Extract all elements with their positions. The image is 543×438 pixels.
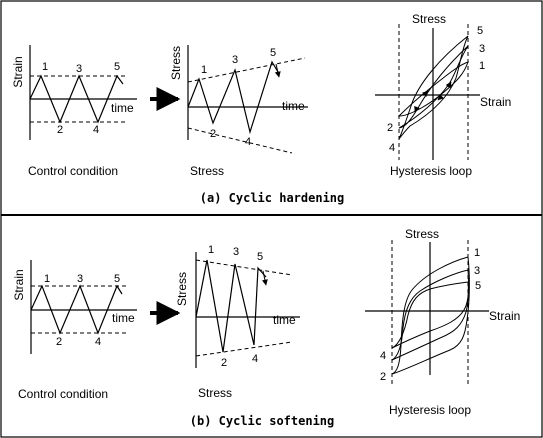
- point-label: 3: [232, 54, 238, 66]
- hysteresis-loop-1: [391, 256, 470, 375]
- hysteresis-loop-1: [397, 61, 469, 117]
- point-label: 5: [114, 273, 120, 285]
- hysteresis-loop-5: [391, 281, 469, 349]
- direction-arrow: [414, 105, 420, 113]
- point-label: 4: [95, 336, 101, 348]
- point-label: 2: [210, 128, 216, 140]
- point-label: 1: [42, 61, 48, 73]
- strain-waveform: [29, 74, 124, 124]
- point-label: 4: [93, 124, 99, 136]
- hysteresis-plot: Stress Strain 5 3 1 2 4 Hysteresis loop: [375, 12, 511, 178]
- lower-envelope: [195, 341, 293, 357]
- point-label: 3: [77, 273, 83, 285]
- stress-plot: Stress time 1 2 3 4 5 Stress: [169, 45, 308, 178]
- upper-envelope: [195, 259, 293, 276]
- point-label: 2: [380, 371, 386, 383]
- hysteresis-plot: Stress Strain 1 3 5 4 2 Hysteresis loop: [365, 227, 520, 417]
- y-axis-label: Stress: [405, 227, 439, 241]
- x-axis-label: time: [282, 99, 305, 113]
- panel-cyclic-softening: Strain time 1 2 3 4 5 Control condition …: [12, 227, 520, 428]
- direction-arrow: [422, 90, 429, 97]
- y-axis-label: Strain: [12, 269, 26, 300]
- point-label: 2: [57, 124, 63, 136]
- stress-waveform: [195, 259, 267, 353]
- point-label: 5: [270, 47, 276, 59]
- strain-waveform: [30, 284, 123, 335]
- trend-arrow: [274, 63, 281, 78]
- hysteresis-caption: Hysteresis loop: [389, 403, 471, 417]
- x-axis-label: Strain: [489, 309, 520, 323]
- point-label: 5: [257, 251, 263, 263]
- point-label: 5: [477, 25, 483, 37]
- x-axis-label: time: [112, 311, 135, 325]
- panel-title: (b) Cyclic softening: [190, 414, 335, 428]
- x-axis-label: Strain: [480, 95, 511, 109]
- panel-cyclic-hardening: Strain time 1 2 3 4 5 Control condition …: [11, 12, 511, 205]
- stress-waveform: [187, 60, 279, 135]
- y-axis-label: Strain: [11, 56, 25, 87]
- point-label: 1: [479, 60, 485, 72]
- point-label: 4: [380, 350, 386, 362]
- direction-arrow: [445, 81, 452, 89]
- x-axis-label: time: [273, 313, 296, 327]
- x-axis-label: time: [111, 101, 134, 115]
- stress-caption: Stress: [190, 164, 224, 178]
- point-label: 2: [387, 122, 393, 134]
- hysteresis-loop-5: [398, 35, 469, 140]
- control-caption: Control condition: [18, 387, 108, 401]
- point-label: 5: [475, 280, 481, 292]
- point-label: 2: [221, 357, 227, 369]
- y-axis-label: Stress: [175, 272, 189, 306]
- control-caption: Control condition: [28, 164, 118, 178]
- hysteresis-loop-3: [391, 269, 470, 361]
- point-label: 4: [252, 353, 258, 365]
- point-label: 3: [474, 265, 480, 277]
- trend-arrow: [261, 270, 268, 286]
- stress-caption: Stress: [198, 386, 232, 400]
- point-label: 3: [233, 246, 239, 258]
- point-label: 4: [389, 142, 395, 154]
- stress-plot: Stress time 1 2 3 4 5 Stress: [175, 244, 300, 400]
- upper-envelope: [187, 57, 306, 83]
- point-label: 5: [114, 61, 120, 73]
- point-label: 4: [245, 136, 251, 148]
- point-label: 1: [201, 64, 207, 76]
- point-label: 3: [76, 63, 82, 75]
- point-label: 2: [56, 336, 62, 348]
- hysteresis-loop-3: [398, 45, 469, 129]
- panel-title: (a) Cyclic hardening: [200, 191, 345, 205]
- y-axis-label: Stress: [169, 46, 183, 80]
- y-axis-label: Stress: [412, 12, 446, 26]
- point-label: 1: [208, 244, 214, 256]
- point-label: 1: [474, 247, 480, 259]
- point-label: 3: [479, 43, 485, 55]
- control-condition-plot: Strain time 1 2 3 4 5 Control condition: [12, 260, 137, 401]
- hysteresis-caption: Hysteresis loop: [390, 164, 472, 178]
- control-condition-plot: Strain time 1 2 3 4 5 Control condition: [11, 45, 137, 178]
- point-label: 1: [44, 273, 50, 285]
- direction-arrow: [437, 94, 444, 101]
- lower-envelope: [187, 127, 293, 154]
